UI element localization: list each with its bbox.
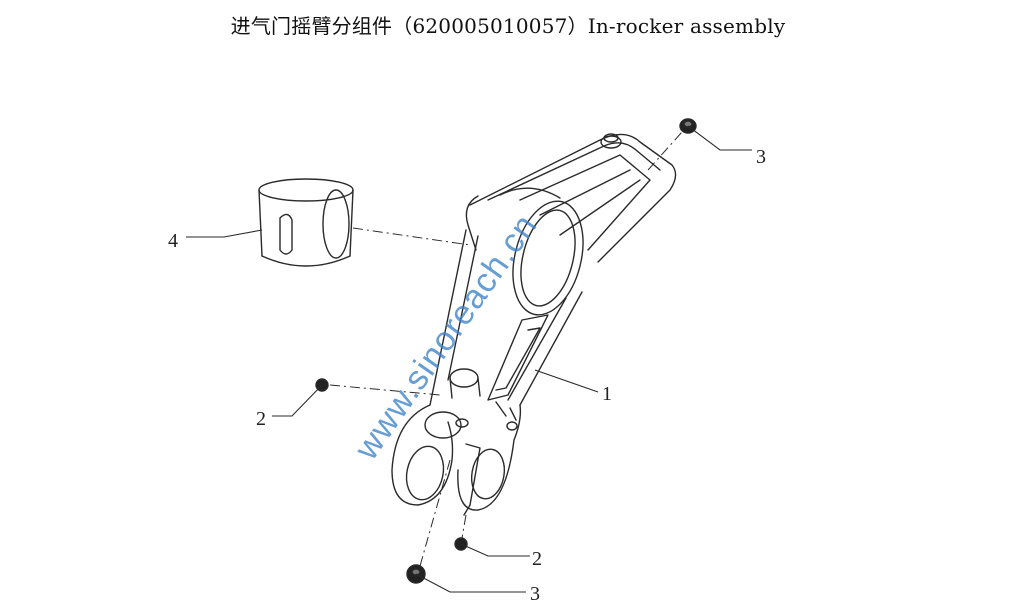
assembly-centerlines bbox=[329, 131, 683, 567]
rocker-arm bbox=[391, 133, 677, 516]
bushing bbox=[258, 178, 354, 267]
callout-2-bottom: 2 bbox=[532, 548, 542, 570]
callout-3-upper: 3 bbox=[756, 146, 766, 168]
page-title: 进气门摇臂分组件（620005010057）In-rocker assembly bbox=[230, 14, 786, 38]
callout-1: 1 bbox=[602, 383, 612, 405]
leader-lines bbox=[186, 125, 752, 593]
callout-3-lower: 3 bbox=[530, 583, 540, 605]
callout-2-left: 2 bbox=[256, 408, 266, 430]
callout-4: 4 bbox=[168, 230, 178, 252]
